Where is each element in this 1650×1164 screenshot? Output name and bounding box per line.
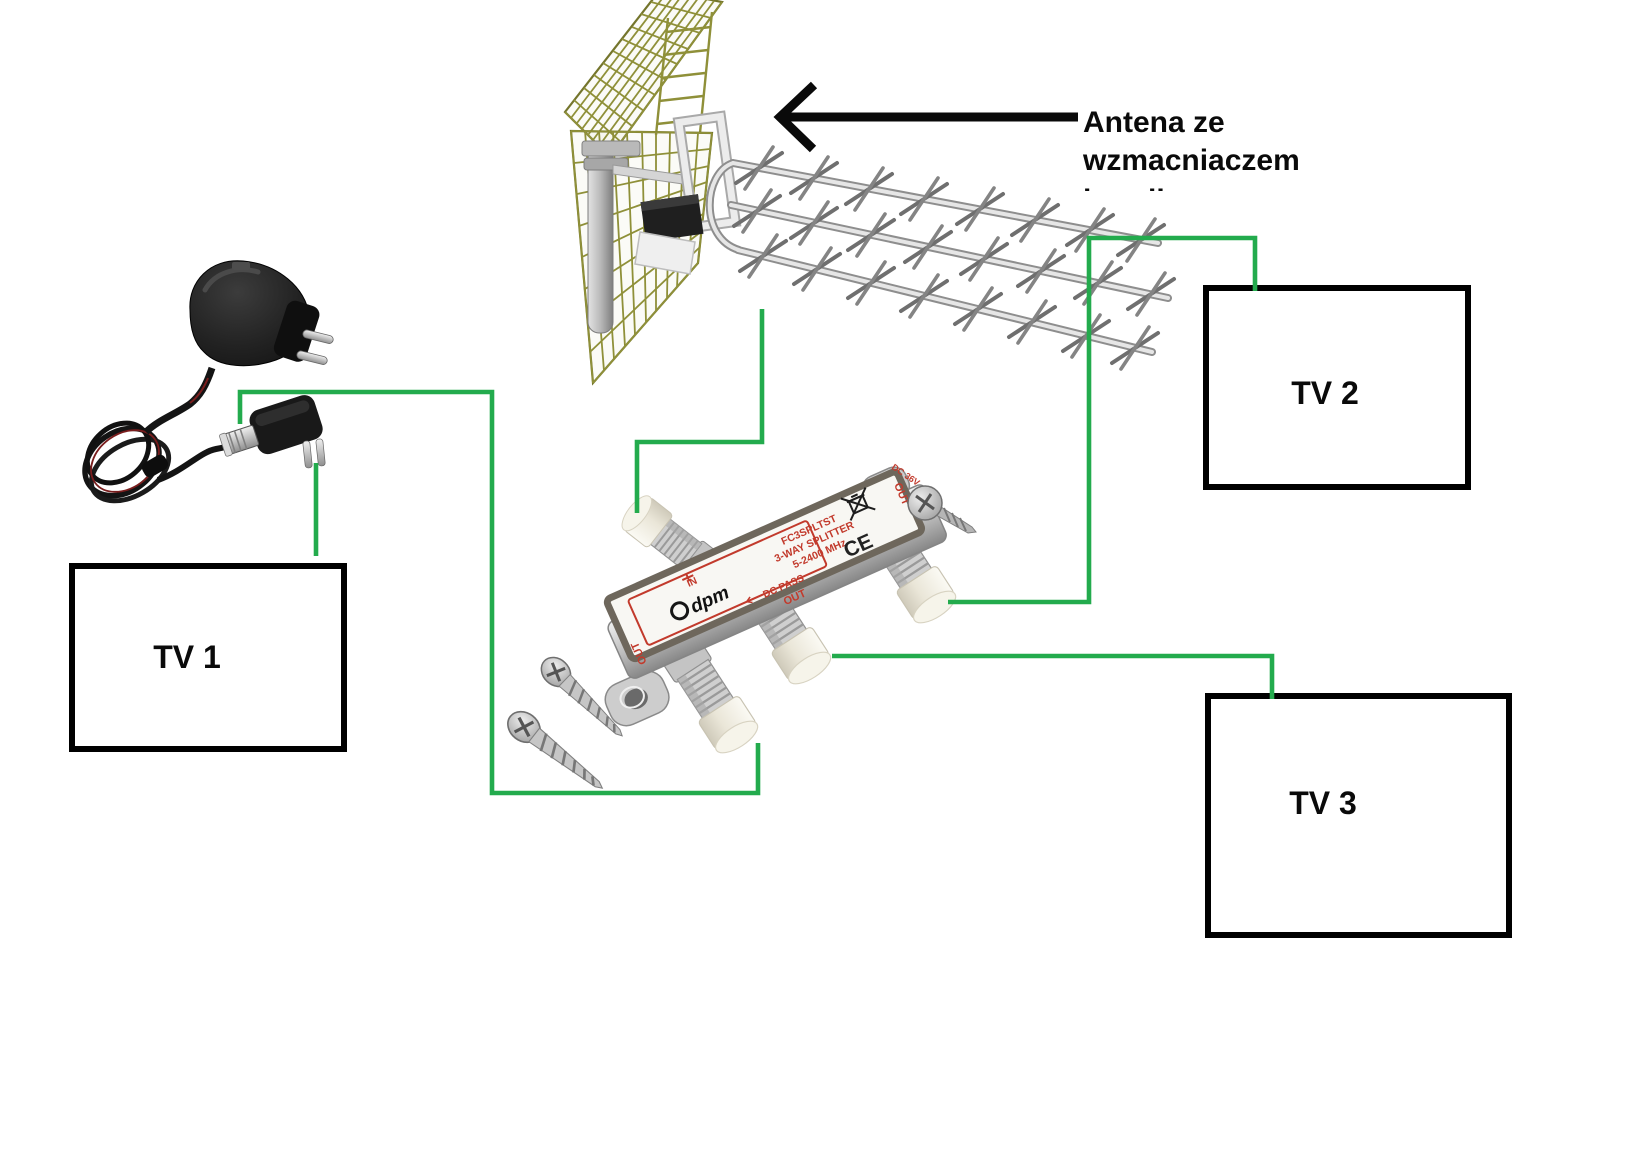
caption: Antena ze wzmacniaczem i zasilaczem	[1082, 106, 1300, 217]
caption-line3-clipped: i zasilaczem	[1083, 184, 1256, 217]
wire-adapter-to-splitter	[237, 389, 761, 796]
antenna-director-elements	[732, 145, 1176, 371]
direction-arrow-icon	[773, 81, 1078, 153]
wire-antenna-to-splitter	[634, 309, 765, 513]
caption-line1: Antena ze	[1083, 106, 1225, 139]
power-adapter-image	[82, 260, 334, 504]
caption-line2: wzmacniaczem	[1082, 144, 1300, 177]
tv3-label: TV 3	[1289, 785, 1357, 821]
tv2-box: TV 2	[1203, 285, 1471, 490]
tv1-box: TV 1	[69, 563, 347, 752]
splitter-in-label: IN	[685, 576, 699, 590]
wires	[237, 235, 1275, 796]
splitter-image: IN dpm FC3SPLTST 3-WAY SPLITTER 5-2400 M…	[500, 462, 977, 801]
tv2-label: TV 2	[1291, 375, 1359, 411]
antenna-image	[563, 0, 1176, 386]
tv1-label: TV 1	[153, 639, 221, 675]
screw-icon	[500, 703, 613, 801]
coax-plug	[219, 395, 326, 469]
tv3-box: TV 3	[1205, 693, 1512, 938]
antenna-mast	[587, 147, 614, 334]
weee-icon	[840, 487, 876, 521]
wire-splitter-to-tv3	[832, 653, 1275, 699]
wire-splitter-to-tv2	[948, 235, 1258, 605]
mount-screw-icon	[907, 485, 977, 534]
antenna-amplifier-box	[640, 194, 704, 242]
